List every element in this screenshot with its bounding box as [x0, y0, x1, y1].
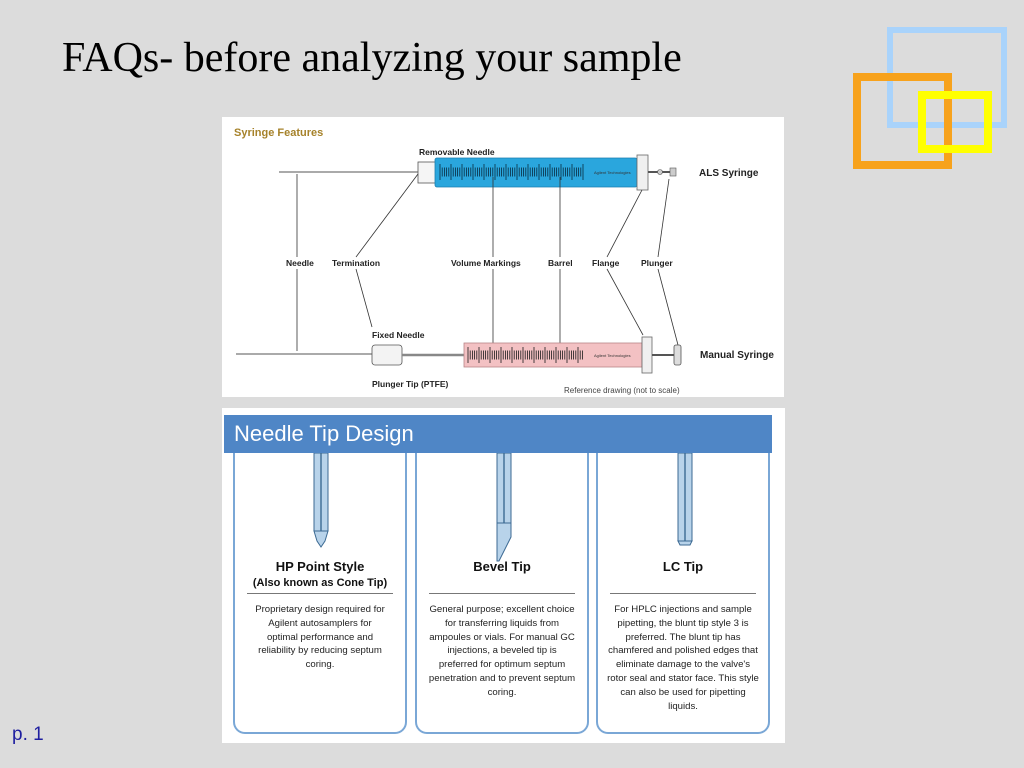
page-number: p. 1 — [12, 724, 44, 745]
als-flange — [636, 154, 649, 191]
divider — [610, 593, 756, 594]
label-volume-markings: Volume Markings — [451, 258, 521, 268]
needle-tip-design-figure: Needle Tip Design HP Point Style (Also k… — [222, 408, 785, 743]
tip-column-bevel: Bevel Tip General purpose; excellent cho… — [415, 453, 589, 734]
tip-description-lc: For HPLC injections and sample pipetting… — [607, 604, 759, 712]
manual-fixed-needle-hub — [371, 344, 403, 366]
label-flange: Flange — [592, 258, 620, 268]
syringe-features-figure: Syringe Features Agilent Technologies Re… — [222, 117, 784, 397]
label-plunger: Plunger — [641, 258, 673, 268]
als-plunger-end — [669, 167, 677, 177]
needle-tip-design-title: Needle Tip Design — [224, 415, 772, 453]
tip-description-bevel: General purpose; excellent choice for tr… — [428, 604, 576, 698]
label-termination: Termination — [332, 258, 380, 268]
tip-column-lc: LC Tip For HPLC injections and sample pi… — [596, 453, 770, 734]
label-plunger-tip: Plunger Tip (PTFE) — [372, 379, 449, 389]
als-brand-label: Agilent Technologies — [594, 170, 631, 175]
reference-note: Reference drawing (not to scale) — [564, 386, 680, 395]
slide-title: FAQs- before analyzing your sample — [62, 35, 682, 81]
als-plunger-button — [657, 169, 663, 175]
manual-barrel — [463, 342, 643, 368]
als-volume-markings — [439, 164, 584, 180]
als-removable-needle-hub — [417, 161, 437, 184]
tip-name-hp-point: HP Point Style — [275, 559, 365, 574]
bevel-tip-needle-icon — [496, 453, 512, 562]
divider — [247, 593, 393, 594]
label-barrel: Barrel — [548, 258, 573, 268]
tip-name-lc: LC Tip — [662, 559, 704, 574]
leader-lines — [296, 173, 679, 351]
manual-brand-label: Agilent Technologies — [594, 353, 631, 358]
label-manual-syringe: Manual Syringe — [700, 350, 774, 361]
tip-name-bevel: Bevel Tip — [473, 559, 531, 574]
label-removable-needle: Removable Needle — [419, 147, 495, 157]
syringe-features-title: Syringe Features — [234, 127, 323, 139]
label-als-syringe: ALS Syringe — [699, 168, 759, 179]
label-fixed-needle: Fixed Needle — [372, 330, 425, 340]
tip-description-hp-point: Proprietary design required for Agilent … — [255, 604, 385, 671]
label-needle: Needle — [286, 258, 314, 268]
lc-tip-needle-icon — [677, 453, 693, 546]
manual-flange — [641, 336, 653, 374]
manual-volume-markings — [467, 347, 583, 363]
hp-point-needle-icon — [313, 453, 329, 548]
decorative-square-yellow — [918, 91, 992, 153]
manual-plunger-thumb — [673, 344, 682, 366]
decorative-square-orange — [853, 73, 952, 169]
tip-aka-hp-point: (Also known as Cone Tip) — [252, 577, 388, 589]
divider — [429, 593, 575, 594]
tip-column-hp-point: HP Point Style (Also known as Cone Tip) … — [233, 453, 407, 734]
syringe-diagram: Syringe Features Agilent Technologies Re… — [234, 127, 774, 395]
